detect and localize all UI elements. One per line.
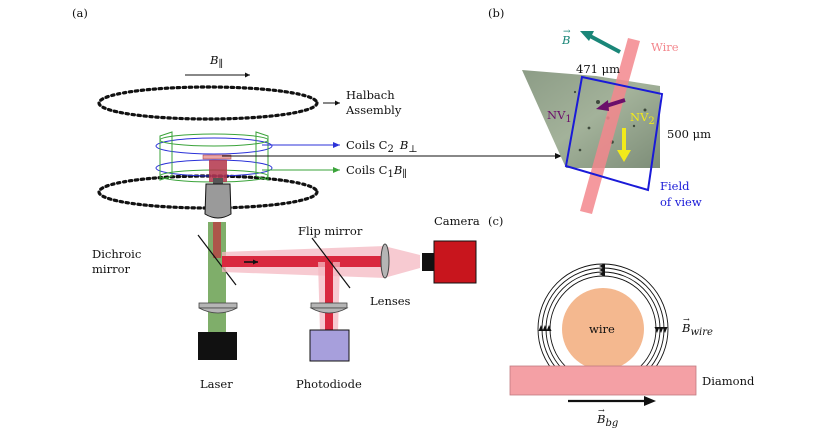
flip-mirror-label: Flip mirror	[298, 224, 363, 238]
wire-cross-section	[562, 288, 644, 370]
fov-label-2: of view	[660, 195, 702, 209]
fov-label-1: Field	[660, 179, 690, 193]
objective-lens	[204, 178, 232, 219]
wire-label: Wire	[651, 40, 679, 54]
b-bg-arrowhead	[644, 396, 656, 406]
wire-disc-label: wire	[589, 322, 615, 336]
halbach-label-2: Assembly	[345, 103, 402, 117]
lenses-label: Lenses	[370, 294, 411, 308]
nv1-arrowhead	[596, 100, 609, 111]
b-vector-accent: →	[563, 27, 571, 37]
halbach-ring-top	[97, 85, 319, 121]
camera-body	[433, 240, 477, 284]
red-beam	[222, 256, 384, 267]
beam-sample	[209, 160, 227, 182]
camera-label: Camera	[434, 214, 480, 228]
photodiode-body	[309, 329, 350, 362]
photodiode-lens	[309, 302, 349, 314]
diamond-slab	[509, 365, 697, 396]
camera-lens	[380, 243, 390, 279]
panel-c-label: (c)	[488, 214, 503, 228]
dichroic-label-1: Dichroic	[92, 247, 141, 261]
nv2-arrowhead	[617, 150, 631, 162]
b-bg-label: Bbg	[596, 412, 618, 429]
height-label: 500 μm	[667, 127, 711, 141]
dichroic-mirror	[197, 234, 237, 286]
b-vector-arrowhead	[580, 31, 594, 41]
laser-label: Laser	[200, 377, 233, 391]
laser-body	[198, 332, 237, 360]
b-wire-accent: →	[683, 315, 690, 324]
b-vector-label: B	[561, 33, 570, 47]
wire-strip	[580, 38, 640, 214]
camera-mount	[422, 253, 434, 271]
flip-mirror	[311, 237, 351, 289]
halbach-label-1: Halbach	[346, 88, 395, 102]
panel-b-label: (b)	[488, 6, 504, 20]
red-beam-down	[325, 262, 333, 332]
nv1-label: NV1	[547, 108, 572, 125]
b-wire-label: Bwire	[681, 321, 713, 338]
b-bg-accent: →	[598, 406, 605, 415]
coils-c1-label: Coils C1B∥	[346, 163, 407, 180]
photodiode-label: Photodiode	[296, 377, 362, 391]
nv2-label: NV2	[630, 110, 655, 127]
width-label: 471 μm	[576, 62, 620, 76]
field-of-view-box	[564, 75, 664, 192]
laser-lens	[198, 302, 238, 314]
field-direction-arrows	[538, 263, 668, 333]
b-parallel-label: B∥	[209, 53, 223, 70]
diamond-label: Diamond	[702, 374, 755, 388]
beam-return	[213, 222, 221, 258]
nv1-arrow	[605, 98, 626, 108]
dichroic-label-2: mirror	[92, 262, 131, 276]
b-vector-arrow	[589, 34, 621, 54]
panel-a-label: (a)	[72, 6, 88, 20]
